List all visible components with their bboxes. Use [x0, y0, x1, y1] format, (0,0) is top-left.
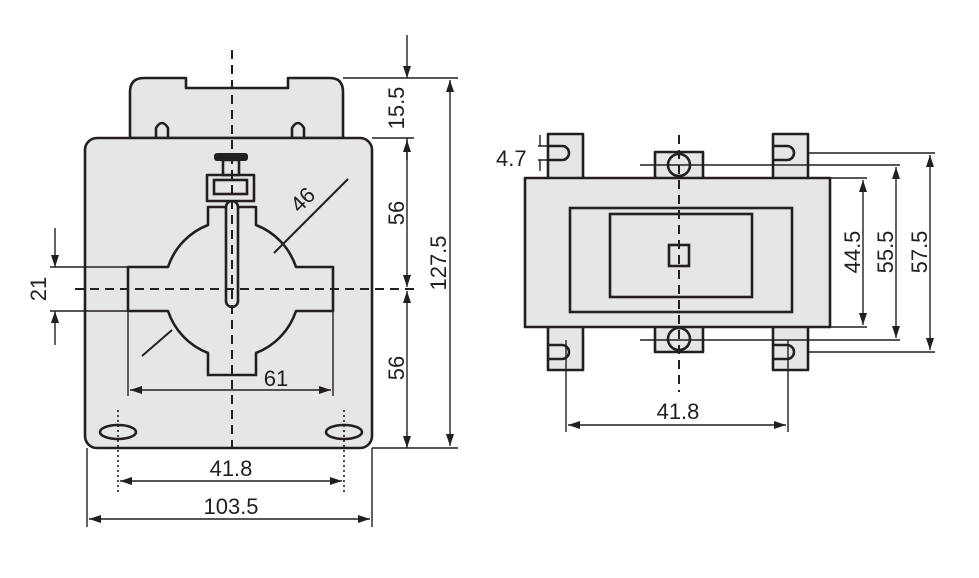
clamp-inner [212, 178, 249, 196]
diameter-line [273, 178, 349, 254]
dim-window-width: 61 [264, 366, 288, 391]
dim-total-height: 127.5 [426, 235, 451, 290]
dim-body-depth: 44.5 [840, 231, 865, 274]
top-tab [128, 76, 345, 140]
dim-side-mount-spacing: 41.8 [657, 399, 700, 424]
inner-frame [568, 206, 794, 314]
dim-lower-half: 56 [384, 356, 409, 380]
tab-slot-right [290, 121, 306, 138]
foot-top-left [546, 132, 585, 182]
dim-outer-mount: 57.5 [907, 231, 932, 274]
foot-bottom-right [771, 323, 810, 372]
dim-upper-half: 56 [384, 201, 409, 225]
dim-mount-spacing: 41.8 [210, 456, 253, 481]
diameter-line-lower [141, 329, 173, 357]
inner-panel [608, 212, 754, 299]
slot-top-right [773, 144, 796, 162]
foot-top-right [771, 132, 810, 182]
dim-total-width: 103.5 [203, 494, 258, 519]
dim-slot-height: 21 [26, 277, 51, 301]
slot-bottom-left [548, 343, 571, 361]
front-view: 15.5 56 56 127.5 46 21 61 41.8 103.5 [26, 35, 458, 527]
dim-hole: 4.7 [496, 146, 527, 171]
dim-inner-mount: 55.5 [873, 231, 898, 274]
side-view: 4.7 44.5 55.5 57.5 41.8 [496, 132, 935, 432]
dim-top-tab-height: 15.5 [384, 87, 409, 130]
side-body [523, 176, 832, 329]
tab-slot-left [154, 121, 170, 138]
